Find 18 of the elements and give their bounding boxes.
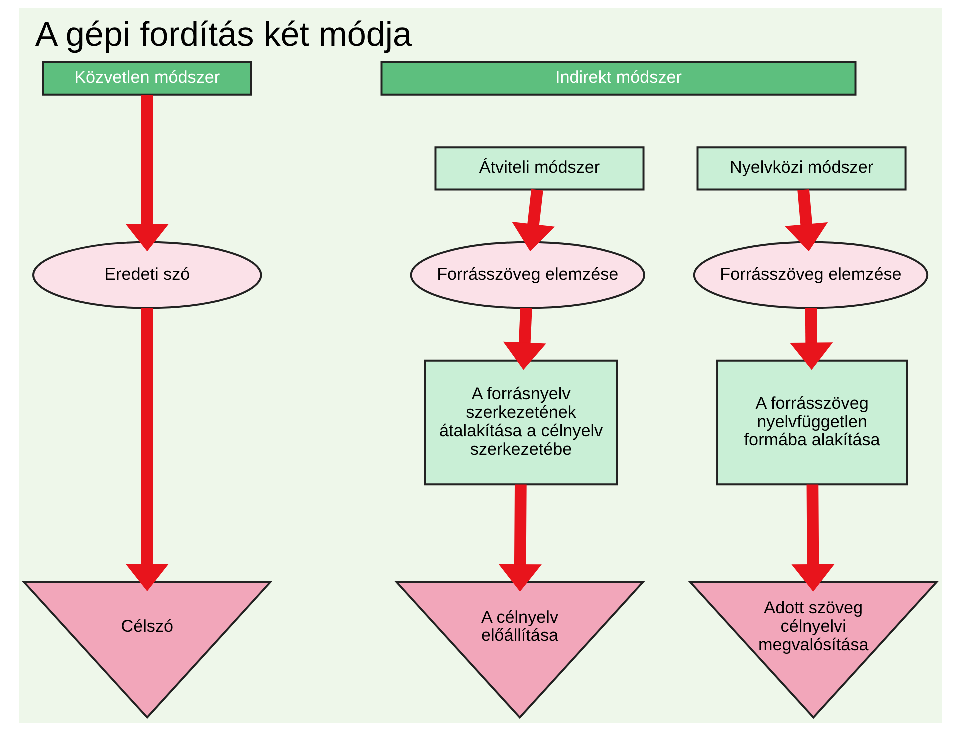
arrow (498, 484, 542, 592)
arrow (785, 190, 828, 252)
arrow (126, 95, 169, 252)
arrow (792, 484, 835, 592)
node-ellipse: Forrásszöveg elemzése (410, 241, 646, 310)
node-ellipse: Forrásszöveg elemzése (693, 241, 929, 310)
arrow (503, 308, 546, 370)
diagram-title: A gépi fordítás két módja (35, 16, 412, 54)
node-box: Nyelvközi módszer (696, 146, 907, 191)
node-ellipse: Eredeti szó (32, 241, 262, 310)
node-box: A forrásszöveg nyelvfüggetlen formába alakítása (716, 360, 908, 486)
node-box: Közvetlen módszer (42, 61, 252, 96)
arrow (126, 308, 169, 592)
node-box: A forrásnyelv szerkezetének átalakítása a célnyelv szerkezetébe (424, 360, 618, 486)
arrow (512, 189, 555, 252)
node-box: Átviteli módszer (434, 146, 645, 191)
node-box: Indirekt módszer (380, 61, 857, 96)
arrow (790, 308, 834, 370)
